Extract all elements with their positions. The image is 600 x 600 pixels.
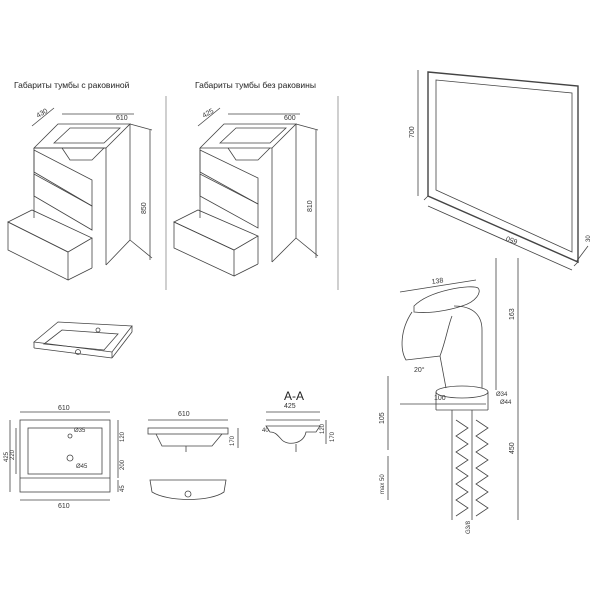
dim-section-170: 170 xyxy=(330,431,336,442)
dim-plan-120: 120 xyxy=(120,431,126,442)
basin-iso-drawing xyxy=(33,321,133,359)
dim-mirror-height: 700 xyxy=(409,126,416,138)
mirror-drawing xyxy=(417,70,589,271)
dim-faucet-reach: 138 xyxy=(431,277,444,286)
dim-faucet-d1: Ø34 xyxy=(496,392,508,398)
dim-plan-d35: Ø35 xyxy=(74,428,86,434)
basin-bottom-drawing xyxy=(149,479,227,500)
dim-plan-200: 200 xyxy=(120,459,126,470)
dim-faucet-angle: 20° xyxy=(414,366,425,374)
dim-with-sink-width: 610 xyxy=(116,115,128,122)
dim-mirror-width: 650 xyxy=(505,234,518,245)
dim-plan-d45: Ø45 xyxy=(76,464,88,470)
dim-faucet-max: max 50 xyxy=(380,474,386,494)
dim-faucet-height: 163 xyxy=(509,308,516,320)
dim-section-40: 40 xyxy=(262,428,269,434)
dim-without-sink-depth: 425 xyxy=(202,108,216,120)
dim-plan-425: 425 xyxy=(4,451,10,462)
dim-without-sink-width: 600 xyxy=(284,115,296,122)
title-without-sink: Габариты тумбы без раковины xyxy=(195,80,316,90)
dim-front-610: 610 xyxy=(178,411,190,418)
dim-section-120: 120 xyxy=(320,423,326,434)
dim-without-sink-height: 810 xyxy=(307,200,314,212)
dim-faucet-thread: G3/8 xyxy=(466,520,472,534)
dim-with-sink-depth: 430 xyxy=(36,108,50,120)
dim-with-sink-height: 850 xyxy=(141,202,148,214)
dim-faucet-below: 105 xyxy=(379,412,386,424)
dim-faucet-hose: 450 xyxy=(509,442,516,454)
title-with-sink: Габариты тумбы с раковиной xyxy=(14,80,130,90)
dim-front-170: 170 xyxy=(230,435,236,446)
basin-plan-drawing xyxy=(9,411,119,501)
section-a-a-drawing xyxy=(265,411,327,452)
cabinet-with-sink-drawing xyxy=(7,107,153,281)
dim-faucet-spout: 100 xyxy=(434,395,446,402)
dim-plan-45: 45 xyxy=(120,485,126,492)
dim-section-425: 425 xyxy=(284,403,296,410)
dim-plan-220: 220 xyxy=(10,449,16,460)
section-label: A-A xyxy=(284,389,305,403)
dim-plan-width-bottom: 610 xyxy=(58,503,70,510)
dim-faucet-d2: Ø44 xyxy=(500,400,512,406)
dim-mirror-depth: 30 xyxy=(586,235,592,242)
faucet-drawing xyxy=(387,258,519,520)
basin-front-drawing xyxy=(147,419,239,452)
cabinet-without-sink-drawing xyxy=(173,107,319,277)
dim-plan-width-top: 610 xyxy=(58,405,70,412)
